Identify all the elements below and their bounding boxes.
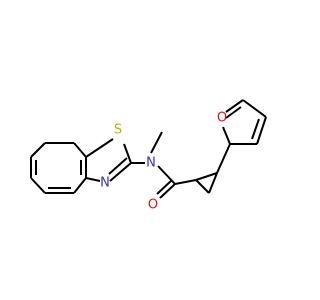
bond xyxy=(195,172,218,181)
bond xyxy=(157,165,176,185)
bond xyxy=(109,162,132,182)
bond xyxy=(30,177,46,194)
bond xyxy=(216,143,231,174)
bond xyxy=(159,183,176,199)
molecule-structure: S N N O O xyxy=(30,99,267,213)
bond xyxy=(208,172,218,194)
atom-labels: S N N O O xyxy=(100,111,227,213)
bond xyxy=(225,106,242,119)
atom-label-o-carbonyl: O xyxy=(148,198,158,213)
bond xyxy=(174,179,197,185)
atom-label-o-furan: O xyxy=(217,111,227,126)
atom-oxygen-carbonyl: O xyxy=(148,198,158,213)
bond xyxy=(108,157,128,175)
bond xyxy=(256,116,267,145)
bond xyxy=(73,142,87,158)
bond xyxy=(30,142,46,158)
atom-label-s: S xyxy=(114,123,122,138)
atom-label-n-amide: N xyxy=(146,156,156,171)
bond xyxy=(251,118,260,140)
bond xyxy=(73,177,87,194)
bond xyxy=(123,143,132,164)
bond xyxy=(225,99,244,113)
bond xyxy=(156,179,173,195)
atom-label-n-ring: N xyxy=(100,176,110,191)
bond xyxy=(242,99,267,118)
bond xyxy=(85,138,114,158)
structure-canvas: S N N O O xyxy=(30,99,267,213)
bond xyxy=(150,131,163,154)
bond xyxy=(195,179,210,194)
atom-nitrogen-thiazole: N xyxy=(100,176,110,191)
atom-oxygen-furan: O xyxy=(217,111,227,126)
bonds xyxy=(30,99,267,199)
atom-sulfur: S xyxy=(114,123,122,138)
bond xyxy=(85,177,101,182)
bond xyxy=(222,126,231,145)
atom-nitrogen-amide: N xyxy=(146,156,156,171)
